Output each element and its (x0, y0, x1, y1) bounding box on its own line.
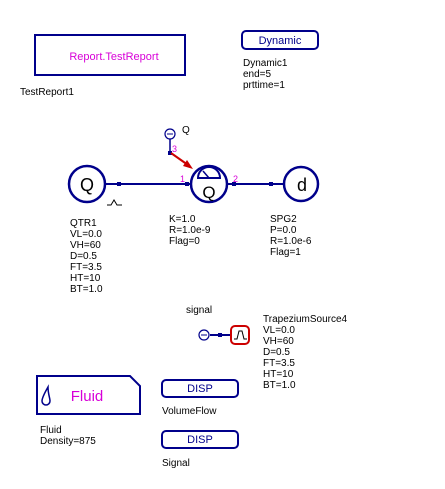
param-line: P=0.0 (270, 225, 297, 236)
disp-volumeflow-label: VolumeFlow (162, 406, 217, 417)
param-line: QTR1 (70, 218, 97, 229)
spg-component[interactable]: d (282, 165, 320, 203)
droplet-icon (41, 384, 51, 406)
param-line: VH=60 (70, 240, 101, 251)
fluid-block[interactable]: Fluid (36, 375, 141, 415)
param-line: prttime=1 (243, 80, 285, 91)
disp-volumeflow-block[interactable]: DISP (161, 379, 239, 398)
param-line: K=1.0 (169, 214, 196, 225)
param-line: D=0.5 (70, 251, 97, 262)
param-line: VL=0.0 (70, 229, 102, 240)
valve-component[interactable]: Q (189, 164, 229, 204)
param-line: R=1.0e-6 (270, 236, 312, 247)
report-text: Report.TestReport (69, 51, 158, 63)
q-sensor[interactable] (164, 128, 176, 153)
spg-symbol: d (297, 175, 307, 195)
param-line: Density=875 (40, 436, 96, 447)
q-sensor-label: Q (182, 125, 190, 136)
report-block[interactable]: Report.TestReport (34, 34, 186, 76)
param-line: end=5 (243, 69, 272, 80)
dynamic-button-label: Dynamic (259, 35, 302, 47)
report-name-label: TestReport1 (20, 87, 74, 98)
param-line: BT=1.0 (70, 284, 103, 295)
param-line: SPG2 (270, 214, 297, 225)
valve-port-2: 2 (233, 174, 238, 184)
trapezium-source[interactable] (230, 325, 250, 345)
param-line: Dynamic1 (243, 58, 288, 69)
param-line: Fluid (40, 425, 62, 436)
signal-label: signal (186, 305, 213, 316)
disp-signal-block[interactable]: DISP (161, 430, 239, 449)
disp-signal-label: Signal (162, 458, 190, 469)
param-line: VH=60 (263, 336, 294, 347)
param-line: D=0.5 (263, 347, 290, 358)
qtr-component[interactable]: Q (67, 164, 122, 206)
valve-port-1: 1 (180, 174, 185, 184)
dynamic-block[interactable]: Dynamic (241, 30, 319, 50)
valve-port-3: 3 (172, 144, 177, 154)
param-line: BT=1.0 (263, 380, 296, 391)
disp-signal-button: DISP (187, 434, 213, 446)
qtr-symbol: Q (80, 175, 94, 195)
fluid-title: Fluid (71, 388, 104, 405)
signal-source[interactable] (198, 329, 210, 341)
disp-volumeflow-button: DISP (187, 383, 213, 395)
param-line: R=1.0e-9 (169, 225, 211, 236)
param-line: HT=10 (70, 273, 101, 284)
param-line: Flag=1 (270, 247, 301, 258)
sensor-link-arrow (170, 152, 193, 169)
param-line: FT=3.5 (70, 262, 102, 273)
param-line: VL=0.0 (263, 325, 295, 336)
param-line: FT=3.5 (263, 358, 295, 369)
param-line: TrapeziumSource4 (263, 314, 348, 325)
valve-symbol: Q (202, 183, 215, 202)
param-line: HT=10 (263, 369, 294, 380)
param-line: Flag=0 (169, 236, 200, 247)
